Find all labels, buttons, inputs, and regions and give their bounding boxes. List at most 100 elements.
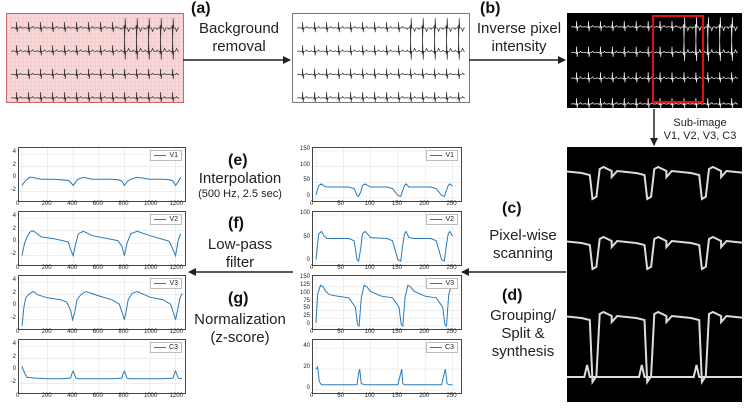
legend-swatch [154,218,167,220]
step-c-text: Pixel-wise scanning [489,227,557,262]
y-tick-label: 0 [306,321,310,327]
legend-label: V3 [169,280,178,287]
legend-label: C3 [445,344,454,351]
ecg-lead-trace [11,91,179,102]
x-tick-label: 600 [92,329,103,335]
zoomed-lead-trace [567,165,742,201]
step-c-letter: (c) [502,200,522,217]
legend-v1: V1 [426,150,458,161]
step-d-letter: (d) [502,287,523,304]
raw-ecg-image [6,13,184,103]
x-tick-label: 250 [446,265,457,271]
x-tick-label: 150 [391,201,402,207]
step-e-subtext: (500 Hz, 2.5 sec) [198,188,282,200]
series-line-v3 [21,290,183,327]
y-tick-label: -2 [10,250,16,257]
x-tick-label: 50 [337,201,344,207]
x-tick-label: 200 [41,393,52,399]
x-tick-label: 0 [16,201,20,207]
x-tick-label: 200 [41,265,52,271]
x-tick-label: 200 [41,201,52,207]
x-tick-label: 400 [67,393,78,399]
series-line-v2 [315,230,453,263]
step-g-text: Normalization (z-score) [194,311,286,346]
legend-swatch [154,154,167,156]
y-tick-label: 0 [306,385,310,391]
inverted-image [567,13,742,108]
ecg-lead-trace [11,18,179,43]
ecg-lead-trace [296,68,465,79]
x-tick-label: 0 [310,329,314,335]
y-tick-label: 50 [303,305,310,312]
series-line-v1 [21,176,182,187]
x-tick-label: 1000 [144,329,158,335]
legend-swatch [154,282,167,284]
x-tick-label: 0 [310,201,314,207]
ecg-lead-trace [570,72,738,83]
legend-v3: V3 [426,278,458,289]
x-tick-label: 250 [446,329,457,335]
ecg-lead-trace [570,40,738,62]
y-tick-label: 2 [12,289,16,296]
x-tick-label: 0 [16,329,20,335]
panel-plot [19,148,185,201]
step-e-letter: (e) [228,152,248,169]
series-line-c3 [315,365,453,386]
legend-c3: C3 [150,342,182,353]
ecg-lead-trace [571,17,738,42]
ecg-lead-trace [297,18,465,43]
step-f-text: Low-pass filter [207,236,273,271]
x-tick-label: 600 [92,393,103,399]
y-tick-label: 2 [12,225,16,232]
series-line-v2 [21,230,182,258]
x-tick-label: 100 [364,201,375,207]
panel-plot [19,340,185,393]
x-tick-label: 0 [16,393,20,399]
subimage-highlight-box [652,15,704,103]
y-tick-label: -2 [10,378,16,385]
y-tick-label: 0 [12,366,16,373]
y-tick-label: 0 [306,257,310,263]
y-tick-label: 125 [299,281,310,288]
step-a-letter: (a) [191,0,211,17]
legend-label: V1 [169,152,178,159]
step-g-letter: (g) [228,290,249,307]
x-tick-label: 50 [337,329,344,335]
y-tick-label: -2 [10,186,16,193]
legend-v2: V2 [426,214,458,225]
step-b-letter: (b) [480,0,501,17]
ecg-lead-trace [297,91,465,102]
legend-v3: V3 [150,278,182,289]
x-tick-label: 200 [419,201,430,207]
ecg-lead-trace [10,68,179,79]
x-tick-label: 1000 [144,201,158,207]
y-tick-label: 4 [12,213,16,220]
x-tick-label: 0 [16,265,20,271]
y-tick-label: 25 [303,313,310,320]
y-tick-label: 20 [303,364,310,371]
x-tick-label: 150 [391,329,402,335]
legend-v1: V1 [150,150,182,161]
legend-label: V1 [445,152,454,159]
legend-c3: C3 [426,342,458,353]
x-tick-label: 600 [92,265,103,271]
y-tick-label: 0 [306,193,310,199]
x-tick-label: 250 [446,201,457,207]
zoomed-lead-trace [567,310,742,386]
series-line-c3 [21,366,183,380]
background-removed-image [292,13,470,103]
x-tick-label: 0 [310,393,314,399]
step-d-text: Grouping/ Split & synthesis [490,307,556,360]
zoomed-lead-trace [567,235,742,271]
y-tick-label: 100 [299,210,310,216]
x-tick-label: 100 [364,265,375,271]
y-tick-label: 0 [12,174,16,181]
x-tick-label: 1000 [144,265,158,271]
legend-label: C3 [169,344,178,351]
legend-label: V3 [445,280,454,287]
x-tick-label: 0 [310,265,314,271]
x-tick-label: 200 [419,265,430,271]
y-tick-label: 75 [303,297,310,304]
x-tick-label: 150 [391,393,402,399]
